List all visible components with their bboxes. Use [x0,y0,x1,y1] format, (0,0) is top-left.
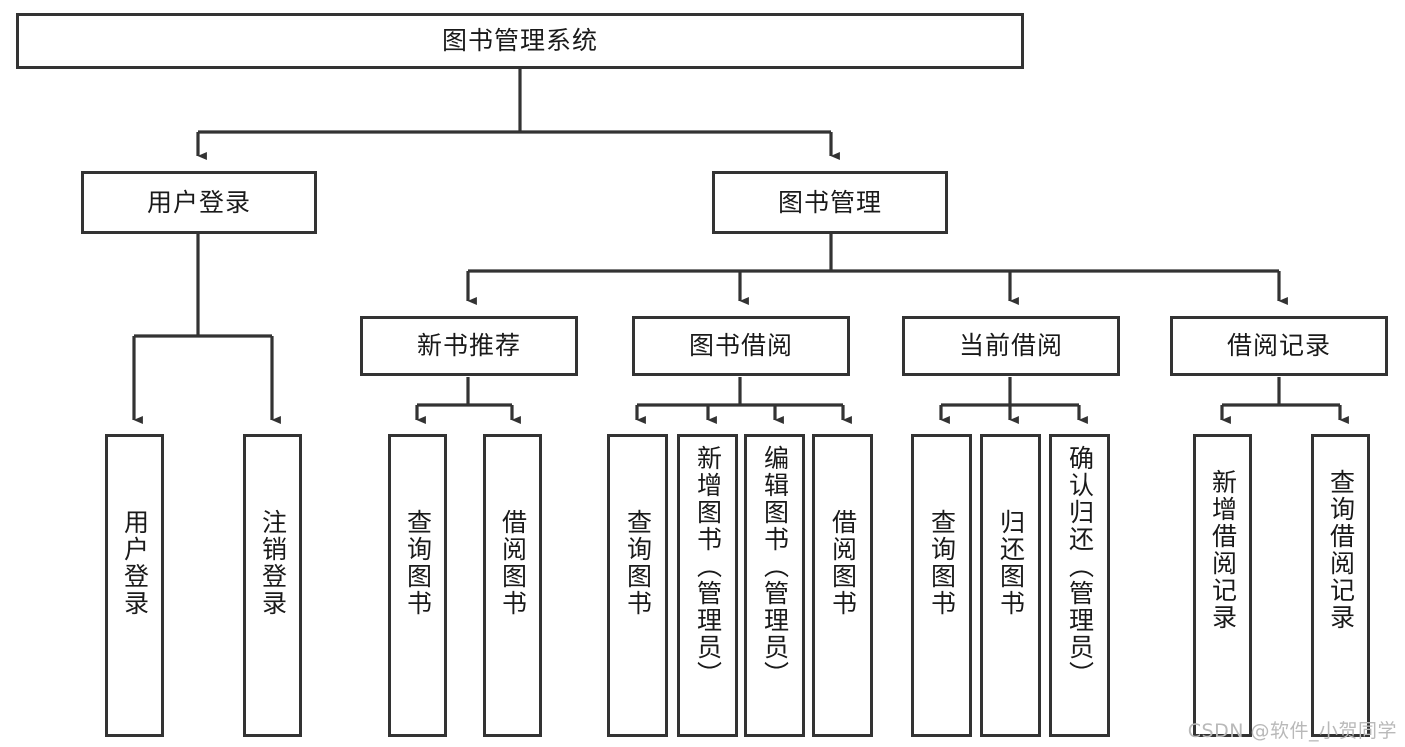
leaf-add-book-label: 新增图书（管理员） [693,445,723,688]
leaf-borrow-book-1-label: 借阅图书 [498,509,528,617]
leaf-logout-login[interactable]: 注销登录 [243,434,302,737]
leaf-query-book-3-label: 查询图书 [927,509,957,617]
node-user-login[interactable]: 用户登录 [81,171,317,234]
leaf-add-record-label: 新增借阅记录 [1208,469,1238,631]
leaf-edit-book[interactable]: 编辑图书（管理员） [744,434,805,737]
leaf-confirm-return-label: 确认归还（管理员） [1065,445,1095,688]
leaf-logout-login-label: 注销登录 [258,509,288,617]
node-root-system[interactable]: 图书管理系统 [16,13,1024,69]
leaf-borrow-book-1[interactable]: 借阅图书 [483,434,542,737]
leaf-query-book-2[interactable]: 查询图书 [607,434,668,737]
leaf-query-book-3[interactable]: 查询图书 [911,434,972,737]
node-current-borrow-label: 当前借阅 [958,331,1063,360]
leaf-user-login-label: 用户登录 [120,509,150,617]
node-borrow-record[interactable]: 借阅记录 [1170,316,1388,376]
node-new-book-recommend[interactable]: 新书推荐 [360,316,578,376]
node-current-borrow[interactable]: 当前借阅 [902,316,1120,376]
node-new-book-recommend-label: 新书推荐 [416,331,521,360]
node-book-management[interactable]: 图书管理 [712,171,948,234]
leaf-return-book-label: 归还图书 [996,509,1026,617]
leaf-query-book-1-label: 查询图书 [403,509,433,617]
leaf-return-book[interactable]: 归还图书 [980,434,1041,737]
node-root-label: 图书管理系统 [441,26,598,55]
watermark-credit: CSDN @软件_小贺同学 [1187,720,1397,742]
leaf-borrow-book-2-label: 借阅图书 [828,509,858,617]
leaf-confirm-return[interactable]: 确认归还（管理员） [1049,434,1110,737]
node-book-borrow[interactable]: 图书借阅 [632,316,850,376]
node-book-management-label: 图书管理 [777,187,882,217]
node-book-borrow-label: 图书借阅 [688,331,793,360]
leaf-query-record[interactable]: 查询借阅记录 [1311,434,1370,737]
leaf-add-record[interactable]: 新增借阅记录 [1193,434,1252,737]
leaf-query-record-label: 查询借阅记录 [1326,469,1356,631]
leaf-borrow-book-2[interactable]: 借阅图书 [812,434,873,737]
node-borrow-record-label: 借阅记录 [1226,331,1331,360]
node-user-login-label: 用户登录 [146,187,251,217]
leaf-user-login[interactable]: 用户登录 [105,434,164,737]
leaf-edit-book-label: 编辑图书（管理员） [760,445,790,688]
leaf-query-book-2-label: 查询图书 [623,509,653,617]
leaf-add-book[interactable]: 新增图书（管理员） [677,434,738,737]
leaf-query-book-1[interactable]: 查询图书 [388,434,447,737]
